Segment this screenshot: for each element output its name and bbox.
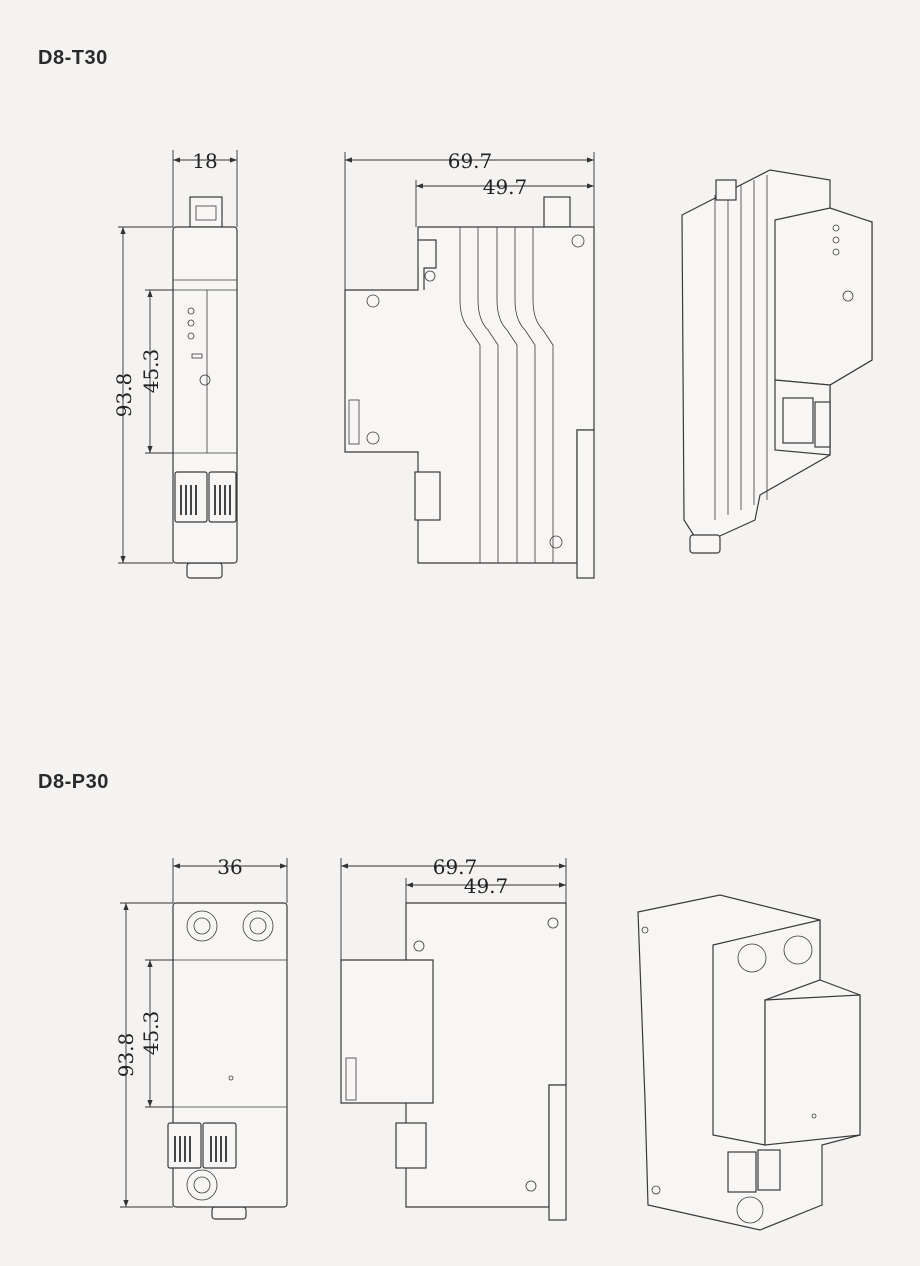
dim-depth-body-p30: 49.7: [464, 874, 509, 898]
dim-height-total-p30: 93.8: [114, 1033, 138, 1078]
t30-isometric-view: [681, 169, 873, 554]
p30-side-view: 69.7 49.7: [340, 855, 567, 1221]
dim-height-total-t30: 93.8: [112, 373, 136, 418]
dim-width-t30: 18: [192, 149, 217, 173]
section-title-t30: D8-T30: [38, 47, 108, 69]
t30-front-view: 18 93.8 45.3: [112, 149, 238, 579]
dim-width-p30: 36: [217, 855, 242, 879]
dim-height-face-t30: 45.3: [139, 349, 163, 394]
t30-side-view: 69.7 49.7: [344, 149, 595, 579]
section-title-p30: D8-P30: [38, 771, 109, 793]
p30-isometric-view: [637, 894, 861, 1231]
dim-depth-total-t30: 69.7: [448, 149, 493, 173]
p30-front-view: 36 93.8 45.3: [114, 855, 288, 1220]
dim-depth-total-p30: 69.7: [433, 855, 478, 879]
dim-height-face-p30: 45.3: [139, 1011, 163, 1056]
dim-depth-body-t30: 49.7: [483, 175, 528, 199]
